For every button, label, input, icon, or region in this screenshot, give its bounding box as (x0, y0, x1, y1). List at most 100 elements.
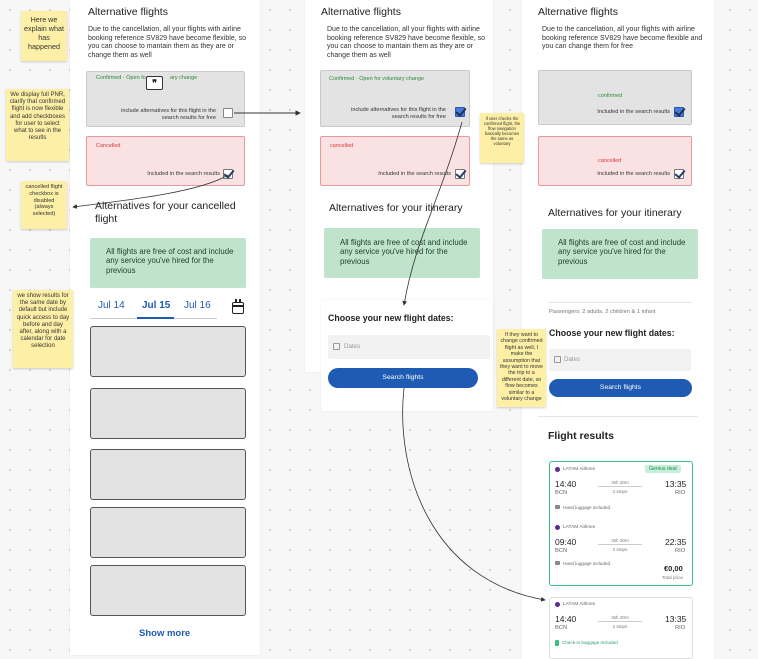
calendar-icon[interactable] (232, 299, 244, 314)
airline-name: LATAM Airlines (563, 467, 596, 472)
cancelled-tag-3: cancelled (598, 158, 622, 164)
connector-checkbox-to-dates (402, 121, 463, 306)
included-label-3a: Included in the search results (597, 109, 670, 115)
include-alternatives-checkbox-checked[interactable] (455, 107, 465, 117)
free-info-text-3: All flights are free of cost and include… (558, 238, 686, 266)
checkin-baggage-text: Check-in baggage included (562, 640, 618, 645)
included-label: Included in the search results (147, 171, 220, 177)
date-tab-active[interactable]: Jul 15 (142, 300, 171, 311)
free-info-box-3 (542, 229, 698, 279)
route-line (598, 621, 642, 622)
cancelled-checkbox-2 (455, 169, 465, 179)
bag-icon (555, 505, 560, 509)
include-alternatives-checkbox[interactable] (223, 108, 233, 118)
free-info-text-2: All flights are free of cost and include… (340, 238, 468, 266)
connector-disabled-note (72, 174, 229, 209)
result-placeholder-1[interactable] (90, 326, 246, 377)
free-info-box-1 (90, 238, 246, 288)
dates-placeholder: Dates (344, 343, 361, 350)
cancelled-checkbox-disabled (223, 169, 233, 179)
destination-code: RIO (675, 548, 686, 554)
active-tab-underline (137, 317, 174, 319)
date-tab-next[interactable]: Jul 16 (184, 300, 211, 311)
cancelled-tag-2: cancelled (330, 143, 354, 149)
duration: 3sh 20m (611, 538, 629, 543)
confirmed-included-checkbox-3[interactable] (674, 107, 684, 117)
stops: 2 stops (612, 489, 628, 494)
stops: 2 stops (612, 547, 628, 552)
itinerary-alternatives-title-3: Alternatives for your itinerary (548, 207, 682, 219)
sticky-note-pnr: We display full PNR, clarify that confir… (6, 89, 69, 161)
confirmed-flight-box-3 (538, 70, 692, 125)
panel-3-description: Due to the cancellation, all your flight… (542, 26, 703, 51)
confirmed-flight-box-2 (320, 70, 470, 127)
duration: 3sh 20m (611, 480, 629, 485)
sticky-note-explanation: Here we explain what has happened (21, 11, 67, 61)
panel-2-description: Due to the cancellation, all your flight… (327, 26, 485, 59)
calendar-icon (554, 356, 561, 363)
airline-name: LATAM Airlines (563, 525, 596, 530)
hand-luggage-text: Hand luggage included (563, 561, 610, 566)
flight-result-card-1[interactable] (549, 461, 693, 586)
result-placeholder-4[interactable] (90, 507, 246, 558)
panel-1-title: Alternative flights (88, 6, 168, 18)
free-info-text-1: All flights are free of cost and include… (106, 247, 234, 275)
confirmed-tag-tail: ary change (170, 75, 198, 81)
free-info-box-2 (324, 228, 480, 278)
arrival-time: 13:35 (665, 479, 687, 489)
stops: 2 stops (612, 624, 628, 629)
route-line (598, 544, 642, 545)
cancelled-flight-box-2 (320, 136, 470, 186)
genius-deal-badge: Genius deal (645, 465, 681, 473)
airline-logo-icon (555, 602, 560, 607)
result-placeholder-3[interactable] (90, 449, 246, 500)
calendar-icon (333, 343, 340, 350)
dates-title-2: Choose your new flight dates: (328, 313, 454, 323)
dates-input-2[interactable]: Dates (328, 335, 490, 359)
airline-name: LATAM Airlines (563, 602, 596, 607)
sticky-note-disabled-checkbox: cancelled flight checkbox is disabled (a… (21, 181, 67, 229)
airline-logo-icon (555, 525, 560, 530)
price-label: Total price (662, 575, 683, 580)
origin-code: BCN (555, 625, 568, 631)
sticky-note-date-change-assumption: If they want to change confirmed flight … (497, 329, 546, 407)
dates-input-3[interactable]: Dates (549, 349, 691, 371)
sticky-note-date-selection: we show results for the same date by def… (13, 290, 73, 368)
cancelled-tag: Cancelled (96, 143, 121, 149)
included-label-3b: Included in the search results (597, 171, 670, 177)
divider-3b (538, 416, 698, 417)
result-placeholder-2[interactable] (90, 388, 246, 439)
cancelled-flight-box-3 (538, 136, 692, 186)
cancelled-flight-box (86, 136, 245, 186)
dates-title-3: Choose your new flight dates: (549, 328, 675, 338)
itinerary-alternatives-title: Alternatives for your itinerary (329, 202, 463, 214)
departure-time: 14:40 (555, 479, 577, 489)
confirmed-tag-3: confirmed (598, 93, 623, 99)
search-flights-button-3[interactable]: Search flights (549, 379, 692, 397)
departure-time: 09:40 (555, 537, 577, 547)
sticky-note-voluntary-flow: If user checks the confirmed flight, the… (480, 113, 524, 163)
search-flights-button-2[interactable]: Search flights (328, 368, 478, 388)
duration: 3sh 20m (611, 615, 629, 620)
hand-luggage-text: Hand luggage included (563, 505, 610, 510)
show-more-link[interactable]: Show more (139, 628, 191, 639)
destination-code: RIO (675, 490, 686, 496)
arrival-time: 13:35 (665, 614, 687, 624)
included-label-2: Included in the search results (378, 171, 451, 177)
checkin-bag-icon (555, 640, 559, 646)
cancelled-alternatives-title: Alternatives for your cancelled flight (95, 200, 236, 225)
divider-3a (548, 302, 692, 303)
panel-2-title: Alternative flights (321, 6, 401, 18)
quote-icon: ❞ (146, 76, 163, 90)
airline-logo-icon (555, 467, 560, 472)
confirmed-flight-box (86, 71, 245, 127)
result-placeholder-5[interactable] (90, 565, 246, 616)
departure-time: 14:40 (555, 614, 577, 624)
include-alternatives-label-2: include alternatives for this flight in … (351, 107, 446, 120)
route-line (598, 486, 642, 487)
panel-3-title: Alternative flights (538, 6, 618, 18)
date-tab-prev[interactable]: Jul 14 (98, 300, 125, 311)
panel-1-description: Due to the cancellation, all your flight… (88, 26, 246, 59)
bag-icon (555, 561, 560, 565)
